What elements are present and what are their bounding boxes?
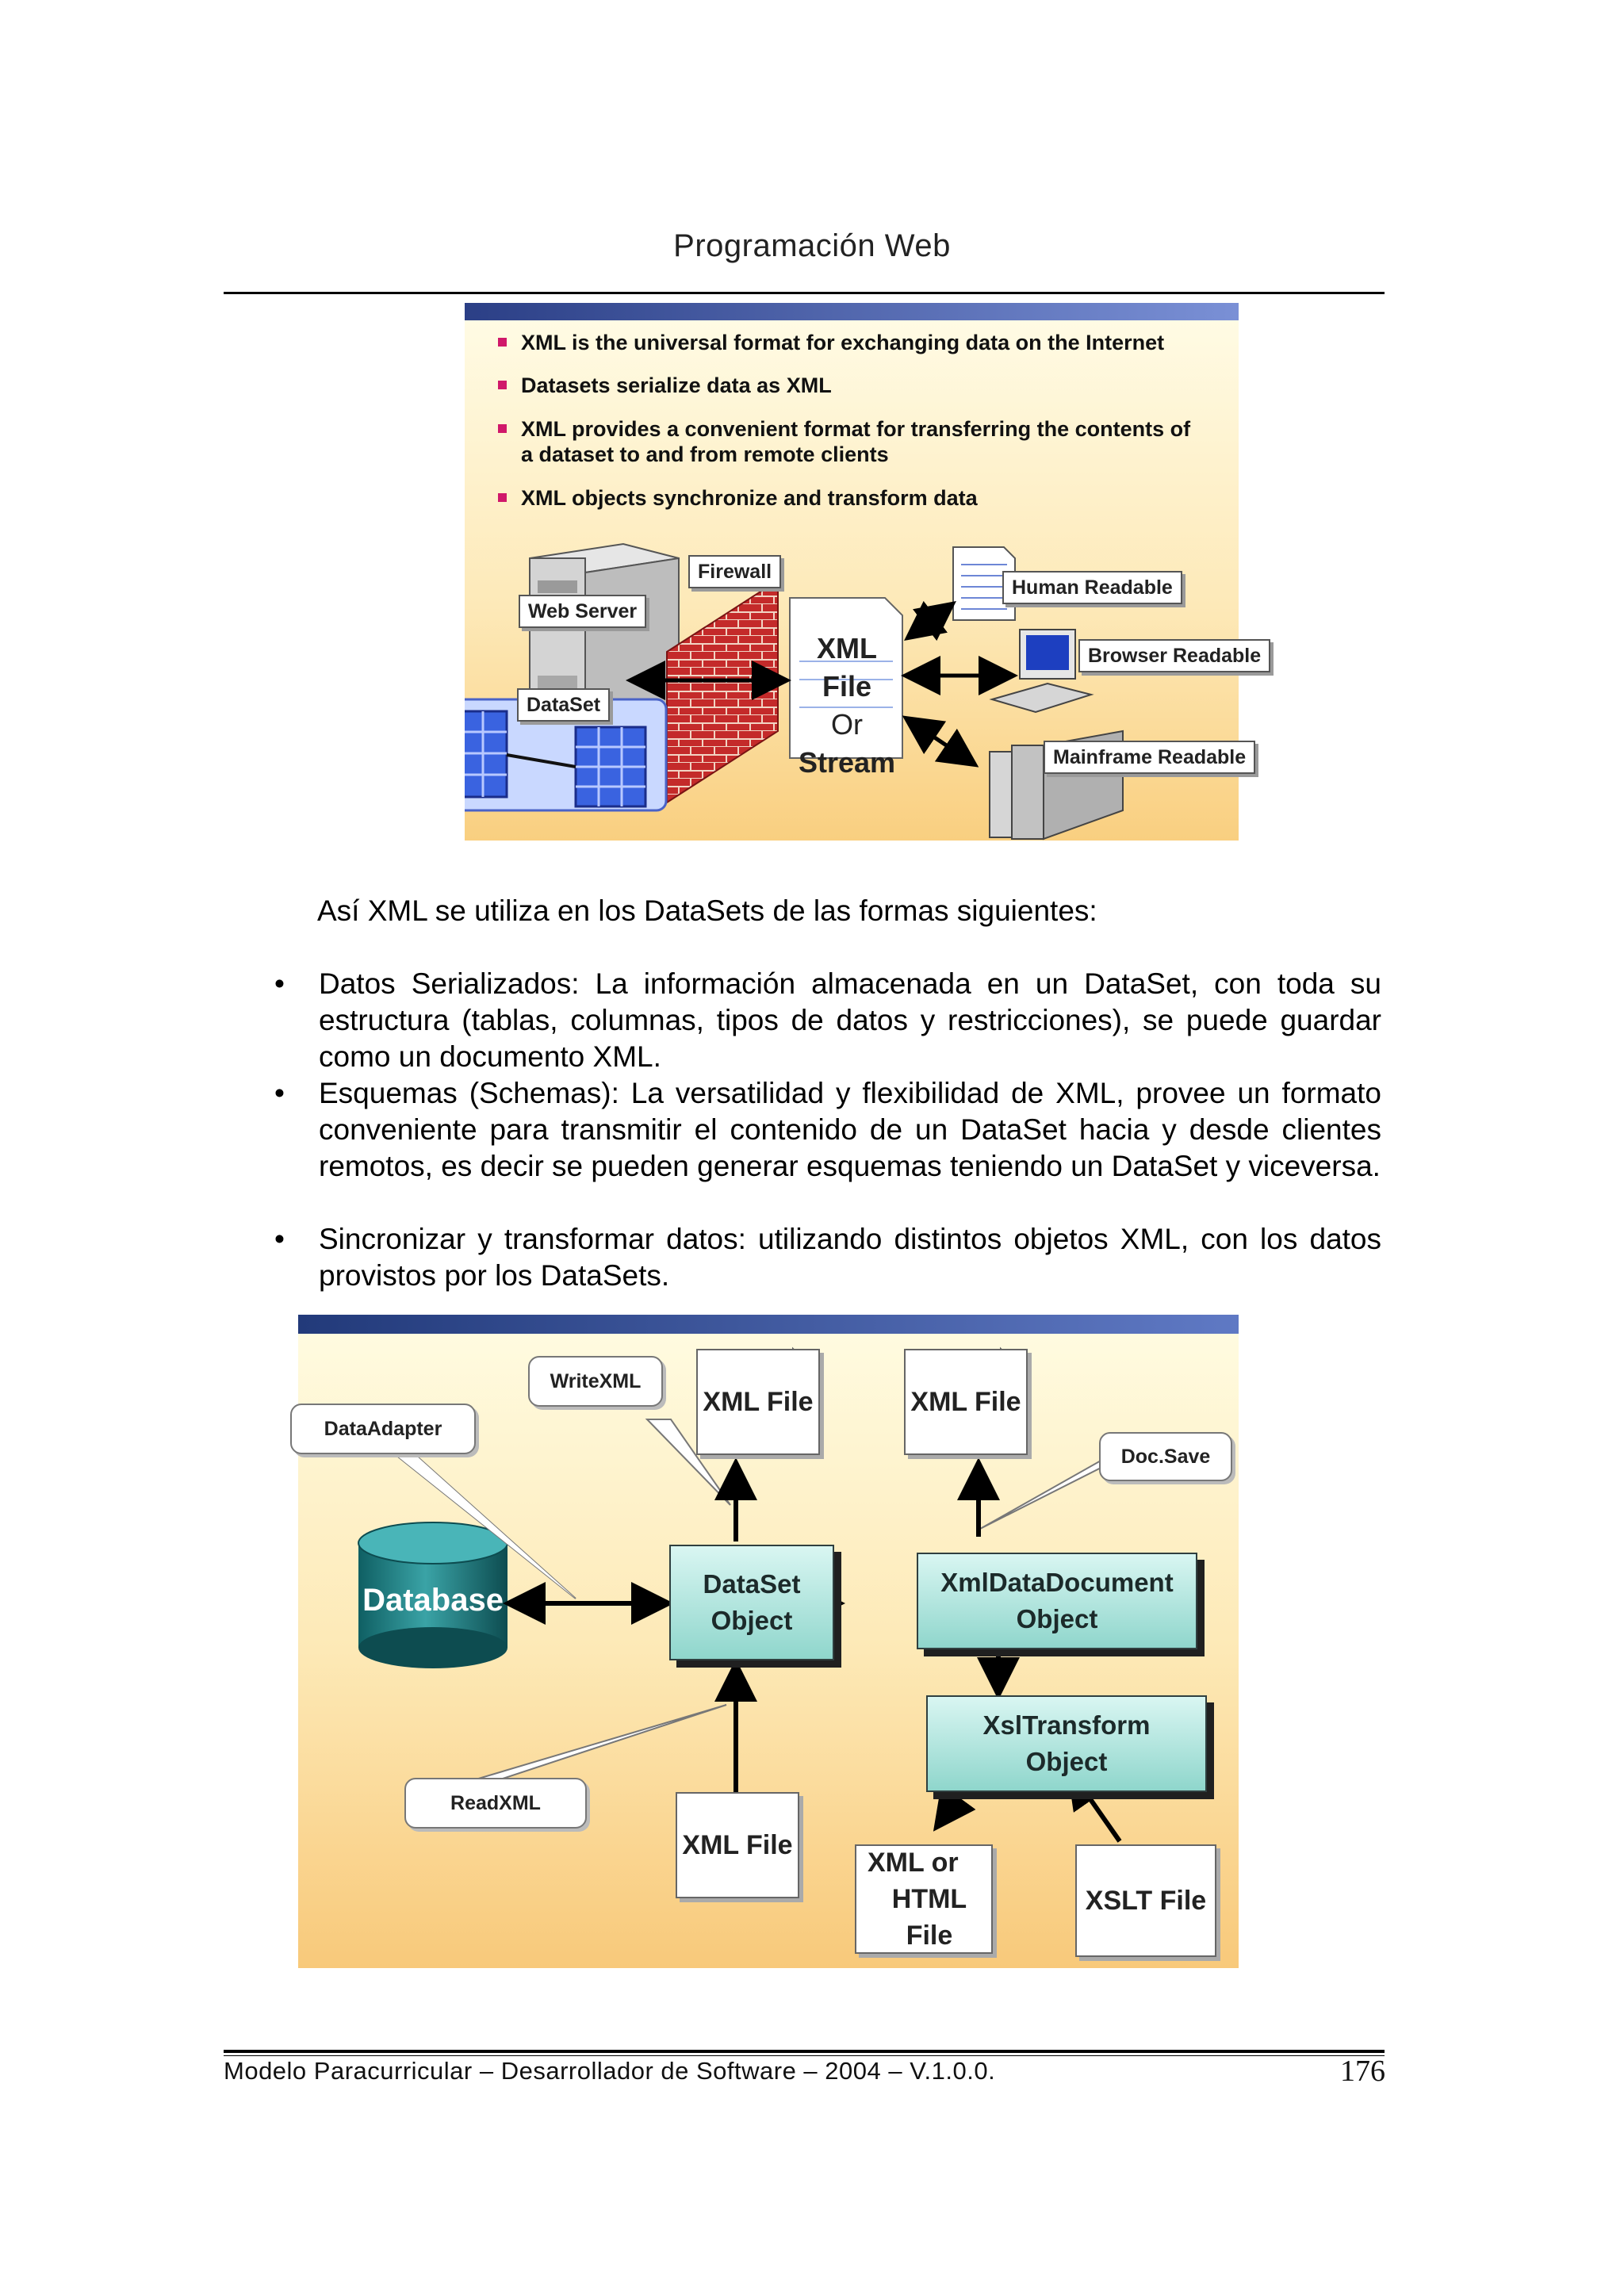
dataadapter-callout: DataAdapter — [290, 1404, 476, 1454]
xml-file-document: XML File — [696, 1349, 820, 1455]
bullet-text: XML objects synchronize and transform da… — [521, 486, 978, 510]
xsltransform-line1: XslTransform — [982, 1710, 1151, 1740]
xmldatadocument-line2: Object — [1016, 1604, 1098, 1633]
slide-title-bar — [465, 303, 1239, 320]
bullet-dot: • — [274, 967, 285, 1000]
human-readable-document-icon — [952, 546, 1016, 621]
xslt-file-document: XSLT File — [1075, 1844, 1216, 1957]
slide-dataset-xml-objects: Database DataSet Object XmlDataDocument … — [290, 1315, 1239, 1968]
slide-xml-overview: XML is the universal format for exchangi… — [465, 303, 1271, 841]
dataset-object-line1: DataSet — [703, 1569, 801, 1599]
bullet-text-continuation: a dataset to and from remote clients — [521, 442, 889, 466]
dataset-object-box: DataSet Object — [669, 1545, 834, 1660]
intro-paragraph: Así XML se utiliza en los DataSets de la… — [317, 894, 1097, 927]
slide-bullet: XML provides a convenient format for tra… — [498, 416, 1212, 467]
slide-title-bar — [298, 1315, 1239, 1334]
header-rule — [224, 292, 1385, 294]
bullet-marker — [498, 338, 507, 347]
database-label: Database — [362, 1583, 504, 1618]
list-item: Esquemas (Schemas): La versatilidad y fl… — [319, 1077, 1381, 1182]
xsltransform-line2: Object — [1025, 1747, 1108, 1776]
slide-bullet: XML is the universal format for exchangi… — [498, 330, 1212, 355]
xmldatadocument-object-box: XmlDataDocument Object — [917, 1553, 1197, 1649]
bullet-text: XML is the universal format for exchangi… — [521, 331, 1165, 354]
stream-text: Stream — [798, 746, 896, 779]
page-header-title: Programación Web — [673, 228, 951, 263]
page-number: 176 — [1340, 2055, 1385, 2088]
list-item: Datos Serializados: La información almac… — [319, 967, 1381, 1073]
firewall-icon — [666, 579, 779, 804]
dataadapter-callout-tail-fill — [387, 1448, 576, 1599]
xml-or-html-line1: XML or — [868, 1848, 959, 1878]
writexml-callout: WriteXML — [528, 1356, 663, 1407]
bullet-dot: • — [274, 1077, 285, 1109]
slide-bullet: Datasets serialize data as XML — [498, 373, 1212, 398]
writexml-callout-tail — [645, 1419, 731, 1506]
xml-file-document: XML File — [904, 1349, 1028, 1455]
computer-icon — [989, 629, 1094, 714]
xml-file-document: XML File — [676, 1792, 799, 1898]
human-readable-label: Human Readable — [1002, 571, 1182, 604]
xmldatadocument-line1: XmlDataDocument — [940, 1568, 1174, 1597]
bullet-marker — [498, 493, 507, 502]
bullet-marker — [498, 381, 507, 389]
bullet-dot: • — [274, 1223, 285, 1255]
list-item: Sincronizar y transformar datos: utiliza… — [319, 1223, 1381, 1292]
browser-readable-label: Browser Readable — [1078, 639, 1271, 672]
footer-rule-thin — [224, 2055, 1385, 2056]
firewall-label: Firewall — [688, 555, 782, 588]
xsltransform-object-box: XslTransform Object — [926, 1695, 1207, 1792]
docsave-callout: Doc.Save — [1099, 1432, 1232, 1481]
slide-bullet: XML objects synchronize and transform da… — [498, 485, 1212, 511]
footer-rule — [224, 2050, 1385, 2053]
xml-file-text: XML File — [817, 632, 877, 703]
bullet-marker — [498, 424, 507, 433]
xml-or-html-line2: HTML File — [891, 1884, 967, 1951]
mainframe-readable-label: Mainframe Readable — [1044, 741, 1256, 774]
web-server-label: Web Server — [519, 595, 647, 628]
database-icon — [358, 1522, 508, 1668]
xml-file-or-stream-label: XML File Or Stream — [798, 630, 896, 782]
or-text: Or — [831, 708, 863, 741]
xml-exchange-diagram — [465, 542, 1124, 841]
dataset-icon — [465, 698, 668, 812]
readxml-callout: ReadXML — [404, 1778, 587, 1829]
footer-text: Modelo Paracurricular – Desarrollador de… — [224, 2057, 996, 2085]
bullet-text: XML provides a convenient format for tra… — [521, 417, 1191, 441]
dataset-object-line2: Object — [710, 1606, 793, 1635]
bullet-text: Datasets serialize data as XML — [521, 373, 832, 397]
dataset-label: DataSet — [517, 688, 611, 722]
xml-or-html-file-document: XML or HTML File — [855, 1844, 993, 1954]
